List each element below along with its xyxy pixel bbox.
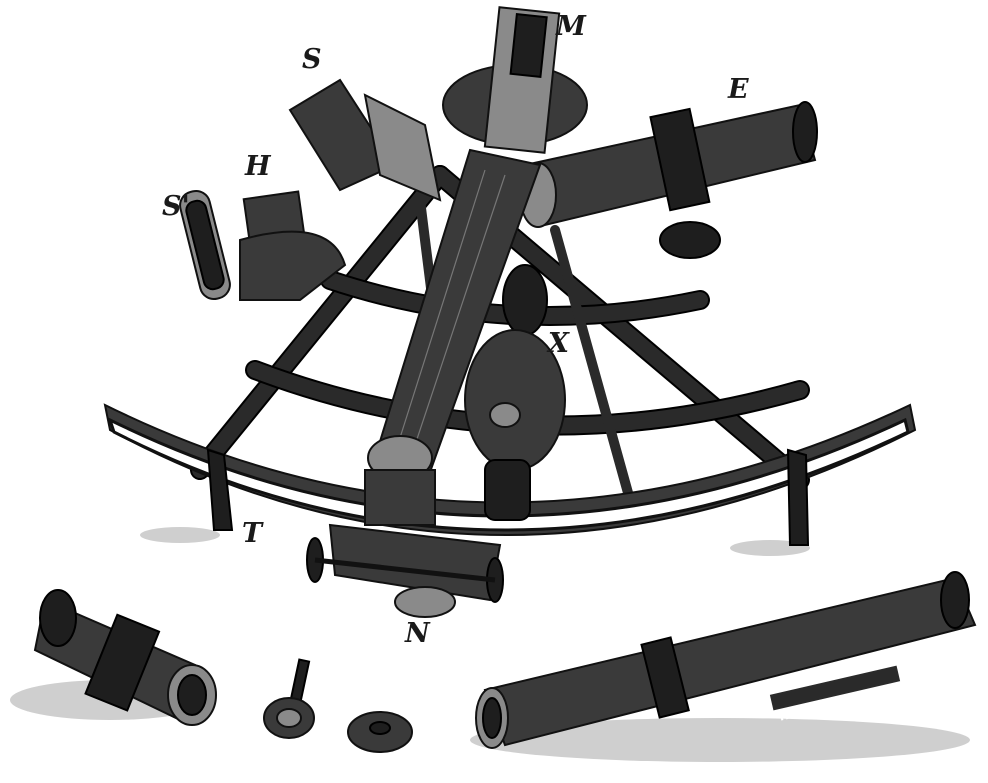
shade-glasses <box>179 189 347 301</box>
telescope-mounted <box>519 101 818 259</box>
detached-short-tube <box>33 589 217 726</box>
detached-long-telescope <box>475 571 977 749</box>
label-horizon-glass: S <box>302 44 322 75</box>
horizon-glass <box>288 78 442 202</box>
eyepiece-cap <box>347 711 413 753</box>
index-bar <box>363 148 542 526</box>
adjusting-key <box>263 658 315 739</box>
label-eyepiece: E <box>727 74 749 105</box>
vernier-clamp <box>306 523 504 618</box>
label-shade-S-prime: S' <box>162 191 190 222</box>
label-shade-H: H <box>244 151 272 182</box>
label-vernier-N: N <box>404 618 431 649</box>
label-arc-T: T <box>242 518 264 549</box>
sextant-legs <box>206 448 810 546</box>
label-index-mirror: M <box>555 11 587 42</box>
handle <box>464 264 566 521</box>
index-mirror <box>442 6 588 154</box>
label-handle-X: X <box>546 328 570 359</box>
